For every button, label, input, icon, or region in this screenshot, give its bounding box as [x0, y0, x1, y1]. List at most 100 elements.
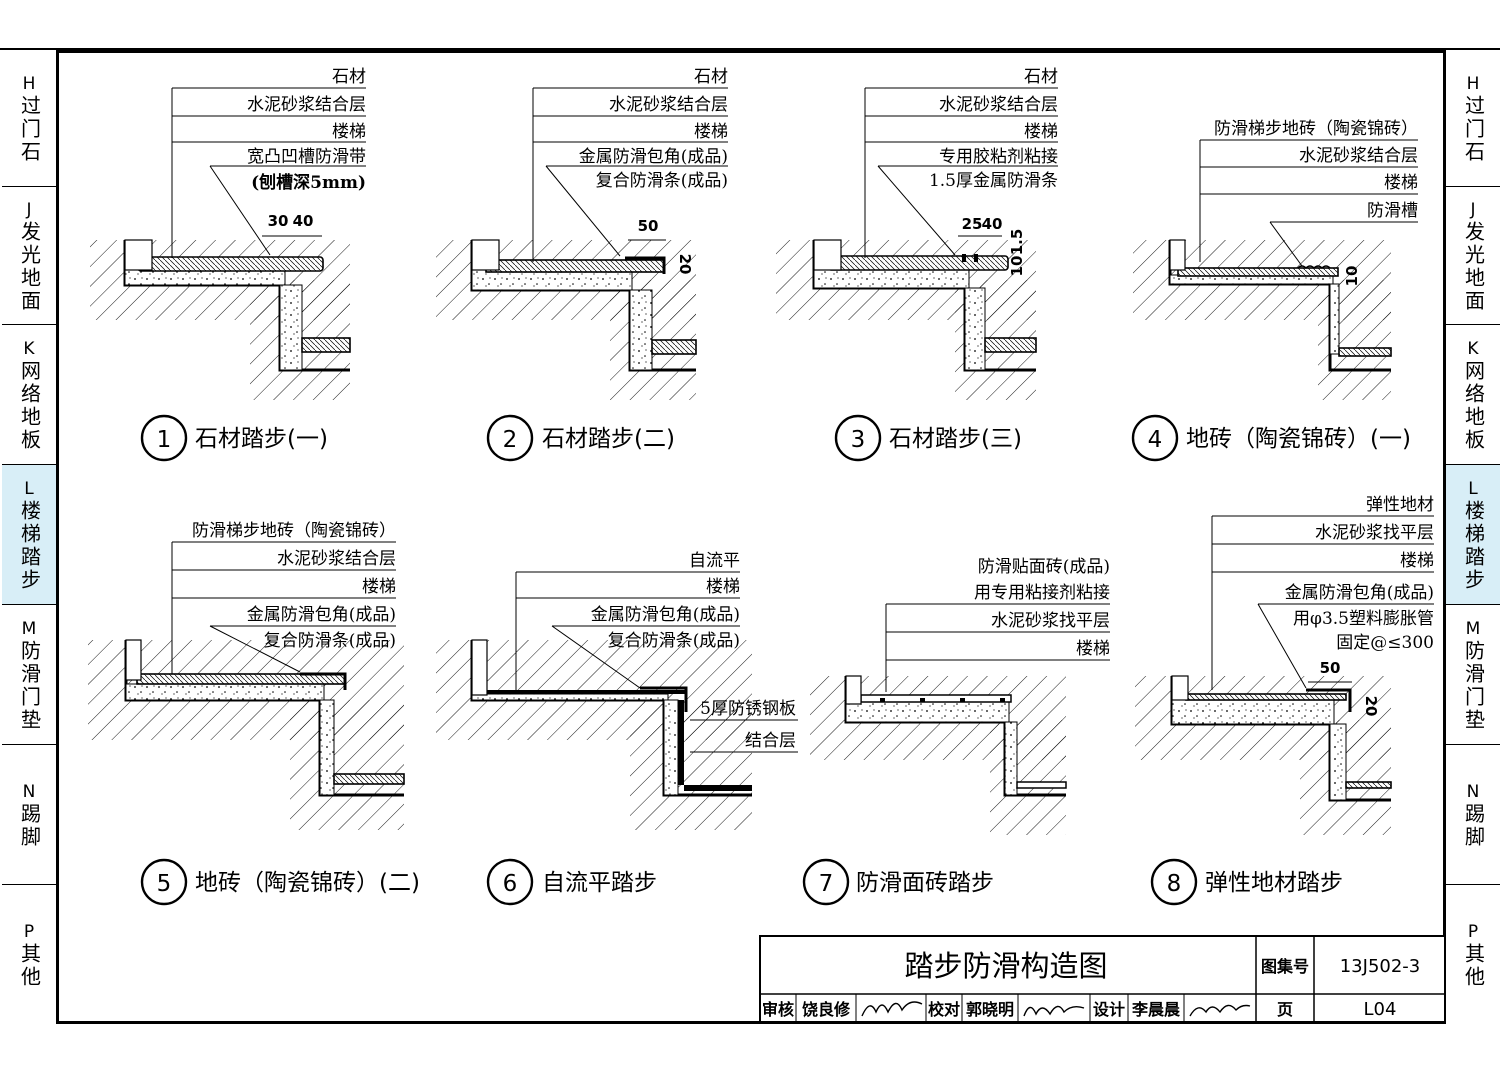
tab-code: K	[23, 338, 35, 359]
detail-number: 2	[503, 427, 518, 453]
designer-signature	[1189, 1004, 1251, 1017]
label-metal-strip: 1.5厚金属防滑条	[929, 171, 1058, 191]
label-mortar: 水泥砂浆结合层	[939, 95, 1058, 115]
dim-30: 30	[268, 212, 289, 230]
label-expansion-tube: 用φ3.5塑料膨胀管	[1293, 609, 1434, 629]
detail-3: 石材 水泥砂浆结合层 楼梯 专用胶粘剂粘接 1.5厚金属防滑条 25 40 10…	[776, 67, 1058, 462]
stair-section	[810, 675, 1067, 835]
label-steel-plate: 5厚防锈钢板	[700, 699, 796, 719]
label-mortar: 水泥砂浆结合层	[609, 95, 728, 115]
tab-name: 楼梯踏步	[17, 499, 42, 592]
label-mortar: 水泥砂浆结合层	[1299, 146, 1418, 166]
label-stair: 楼梯	[1076, 639, 1110, 659]
stair-section	[1135, 675, 1392, 835]
tab-name: 发光地面	[1461, 220, 1486, 313]
detail-2: 石材 水泥砂浆结合层 楼梯 金属防滑包角(成品) 复合防滑条(成品) 50 20…	[436, 67, 728, 462]
tab-name: 防滑门垫	[17, 639, 42, 732]
detail-number: 8	[1167, 871, 1182, 897]
label-elastic-floor: 弹性地材	[1366, 495, 1434, 515]
detail-title: 石材踏步(一)	[195, 426, 328, 452]
label-metal-nosing: 金属防滑包角(成品)	[591, 605, 740, 625]
detail-number: 7	[819, 871, 834, 897]
label-mortar: 水泥砂浆结合层	[247, 95, 366, 115]
tab-code: L	[24, 478, 34, 499]
detail-title: 石材踏步(二)	[542, 426, 675, 452]
tab-name: 楼梯踏步	[1461, 499, 1486, 592]
detail-title: 地砖（陶瓷锦砖）(二)	[195, 870, 420, 896]
tab-code: L	[1468, 478, 1478, 499]
label-stair: 楼梯	[1024, 122, 1058, 142]
page-label: 页	[1277, 1000, 1293, 1019]
drawing-frame	[56, 50, 1446, 1024]
detail-number: 3	[851, 427, 866, 453]
stair-section	[776, 239, 1037, 400]
tab-code: P	[1467, 921, 1479, 942]
detail-title: 石材踏步(三)	[889, 426, 1022, 452]
label-composite-strip: 复合防滑条(成品)	[608, 631, 740, 651]
reviewer-name: 饶良修	[802, 1000, 851, 1019]
detail-number: 4	[1148, 427, 1163, 453]
dim-20: 20	[1362, 696, 1380, 717]
label-stone: 石材	[1024, 67, 1058, 87]
label-fixing-spacing: 固定@≤300	[1336, 633, 1434, 653]
label-metal-nosing: 金属防滑包角(成品)	[1285, 583, 1434, 603]
label-composite-strip: 复合防滑条(成品)	[264, 631, 396, 651]
stair-section	[436, 639, 752, 830]
stair-section	[90, 239, 351, 400]
label-mortar: 水泥砂浆结合层	[277, 549, 396, 569]
detail-number: 6	[503, 871, 518, 897]
detail-number: 1	[157, 427, 172, 453]
label-adhesive: 专用胶粘剂粘接	[939, 147, 1058, 167]
title-block: 踏步防滑构造图 图集号 13J502-3 审核 饶良修 校对 郭晓明 设计 李晨…	[759, 935, 1446, 1023]
detail-title: 防滑面砖踏步	[856, 870, 994, 896]
tab-code: M	[1465, 618, 1481, 639]
label-stair: 楼梯	[1384, 173, 1418, 193]
design-label: 设计	[1093, 1000, 1125, 1019]
detail-5: 防滑梯步地砖（陶瓷锦砖） 水泥砂浆结合层 楼梯 金属防滑包角(成品) 复合防滑条…	[88, 521, 420, 906]
label-stair: 楼梯	[332, 122, 366, 142]
label-stair: 楼梯	[362, 577, 396, 597]
label-anti-slip-tile: 防滑梯步地砖（陶瓷锦砖）	[1214, 119, 1418, 139]
tab-code: K	[1467, 338, 1479, 359]
tab-name: 踢脚	[17, 802, 42, 849]
label-bonding-layer: 结合层	[745, 731, 796, 751]
tab-code: H	[22, 73, 36, 94]
detail-8: 弹性地材 水泥砂浆找平层 楼梯 金属防滑包角(成品) 用φ3.5塑料膨胀管 固定…	[1135, 495, 1434, 906]
dim-10: 10	[1343, 266, 1361, 287]
tab-name: 过门石	[1461, 94, 1486, 164]
page-number: L04	[1364, 999, 1397, 1020]
detail-number: 5	[157, 871, 172, 897]
tab-name: 其他	[17, 942, 42, 989]
atlas-label: 图集号	[1261, 957, 1309, 976]
tab-code: M	[21, 618, 37, 639]
label-self-leveling: 自流平	[689, 551, 740, 571]
detail-4: 防滑梯步地砖（陶瓷锦砖） 水泥砂浆结合层 楼梯 防滑槽 10 4 地砖（陶瓷锦砖…	[1131, 119, 1418, 462]
top-border-line	[0, 48, 1500, 50]
tab-name: 踢脚	[1461, 802, 1486, 849]
tab-name: 其他	[1461, 942, 1486, 989]
tab-code: N	[1466, 781, 1480, 802]
detail-title: 自流平踏步	[542, 870, 657, 896]
label-leveling-layer: 水泥砂浆找平层	[1315, 523, 1434, 543]
tab-code: H	[1466, 73, 1480, 94]
review-label: 审核	[762, 1000, 794, 1019]
label-composite-strip: 复合防滑条(成品)	[596, 171, 728, 191]
stair-section	[1133, 239, 1392, 400]
